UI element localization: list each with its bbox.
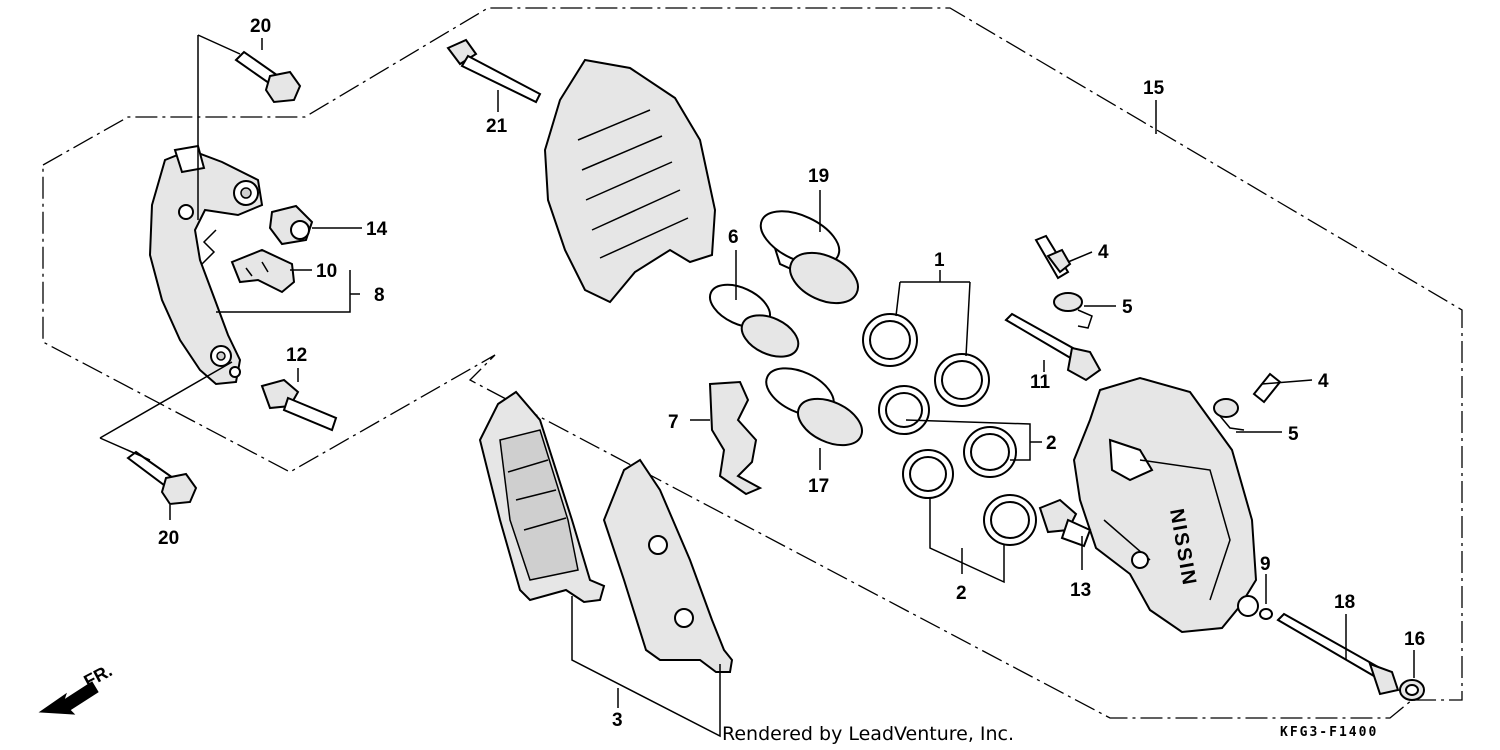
- caliper-body: NISSIN: [1072, 376, 1259, 634]
- pad-retainer-clip: [230, 248, 296, 294]
- callout-7: 7: [668, 412, 679, 433]
- callout-16: 16: [1404, 629, 1425, 650]
- union-bolt: [1038, 498, 1092, 548]
- callout-9: 9: [1260, 554, 1271, 575]
- callout-2-lower: 2: [956, 583, 967, 604]
- bleeder-cap-upper: [1053, 292, 1093, 329]
- brake-pad-inner: [602, 458, 734, 673]
- callout-19: 19: [808, 166, 829, 187]
- caliper-long-pin: [1276, 612, 1400, 696]
- callout-20-upper: 20: [250, 16, 271, 37]
- callout-2-upper: 2: [1046, 433, 1057, 454]
- bracket-pin-boot: [268, 204, 314, 246]
- pad-shim-plate: [543, 58, 717, 304]
- callout-6: 6: [728, 227, 739, 248]
- render-credit: Rendered by LeadVenture, Inc.: [722, 723, 1014, 745]
- callout-20-lower: 20: [158, 528, 179, 549]
- brake-pad-outer: [478, 390, 606, 604]
- callout-17: 17: [808, 476, 829, 497]
- piston-17: [765, 367, 863, 447]
- pad-spring-wire: [201, 229, 217, 265]
- callout-1: 1: [934, 250, 945, 271]
- callout-5-upper: 5: [1122, 297, 1133, 318]
- callout-13: 13: [1070, 580, 1091, 601]
- callout-18: 18: [1334, 592, 1355, 613]
- piston-seals: [862, 313, 1037, 546]
- bleeder-cap-lower: [1213, 398, 1245, 431]
- diagram-code: KFG3-F1400: [1280, 725, 1378, 740]
- callout-4-lower: 4: [1318, 371, 1329, 392]
- flange-bolt-upper: [234, 50, 302, 104]
- washer: [1259, 608, 1273, 620]
- bleeder-screw-upper: [1034, 234, 1072, 280]
- callout-15: 15: [1143, 78, 1165, 99]
- callout-8: 8: [374, 285, 385, 306]
- callout-14: 14: [366, 219, 388, 240]
- caliper-pin-11: [1004, 312, 1102, 382]
- bleeder-screw-lower: [1252, 372, 1282, 404]
- callout-4-upper: 4: [1098, 242, 1109, 263]
- callout-11: 11: [1030, 372, 1051, 393]
- callout-3: 3: [612, 710, 623, 731]
- flange-bolt-lower: [126, 450, 198, 506]
- callout-21: 21: [486, 116, 508, 137]
- slide-pin: [260, 378, 338, 432]
- front-direction-arrow: FR.: [38, 660, 115, 715]
- callout-5-lower: 5: [1288, 424, 1299, 445]
- callout-10: 10: [316, 261, 337, 282]
- pin-cap: [1399, 679, 1425, 701]
- caliper-bracket: [148, 144, 264, 386]
- long-caliper-bolt: [446, 38, 542, 104]
- piston-19: [759, 210, 859, 305]
- leader-lines: [99, 34, 1415, 738]
- callout-12: 12: [286, 345, 307, 366]
- pad-spring-7: [708, 380, 763, 496]
- piston-6: [709, 283, 800, 358]
